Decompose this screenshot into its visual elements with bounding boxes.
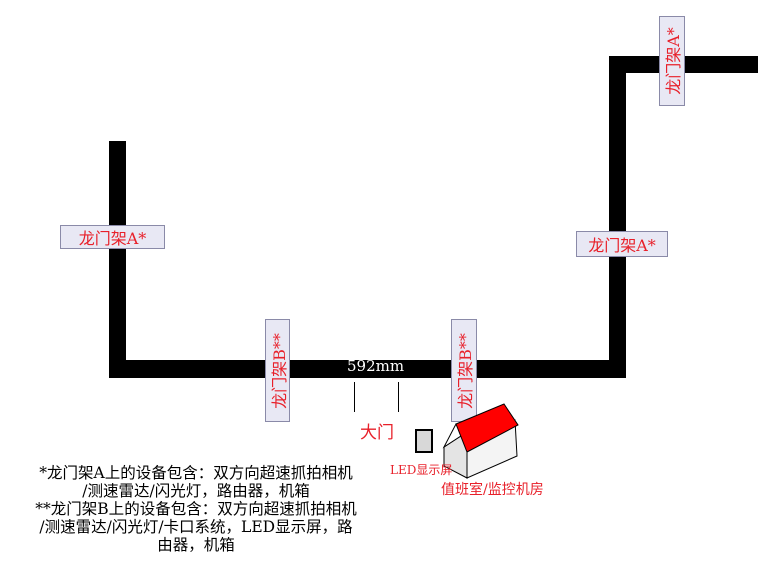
led-screen-label: LED显示屏 <box>390 463 453 477</box>
gantry-a-left: 龙门架A* <box>60 225 165 249</box>
gantry-a-top-right: 龙门架A* <box>659 16 685 106</box>
dimension-label: 592mm <box>347 357 405 375</box>
gantry-b-right: 龙门架B** <box>451 319 477 422</box>
gantry-a-right-label: 龙门架A* <box>588 236 656 255</box>
gantry-a-left-label: 龙门架A* <box>78 229 147 248</box>
note-line: 由器，机箱 <box>157 536 235 554</box>
led-screen-icon <box>415 429 433 453</box>
duty-room-label: 值班室/监控机房 <box>441 482 544 498</box>
gantry-a-right: 龙门架A* <box>576 231 668 257</box>
road-right-vertical <box>609 56 626 378</box>
gate-right-post <box>398 382 399 412</box>
equipment-notes: *龙门架A上的设备包含：双方向超速抓拍相机 /测速雷达/闪光灯，路由器，机箱 *… <box>4 464 388 554</box>
note-line: /测速雷达/闪光灯，路由器，机箱 <box>82 482 310 500</box>
building-roof <box>455 403 519 453</box>
road-left-vertical <box>109 141 126 378</box>
gate-left-post <box>354 382 355 412</box>
gantry-b-left: 龙门架B** <box>265 319 290 422</box>
road-bottom-horizontal <box>109 360 626 378</box>
note-line: *龙门架A上的设备包含：双方向超速抓拍相机 <box>39 464 353 482</box>
gate-label: 大门 <box>360 423 394 443</box>
note-line: /测速雷达/闪光灯/卡口系统，LED显示屏，路 <box>39 518 353 536</box>
note-line: **龙门架B上的设备包含：双方向超速抓拍相机 <box>35 500 357 518</box>
